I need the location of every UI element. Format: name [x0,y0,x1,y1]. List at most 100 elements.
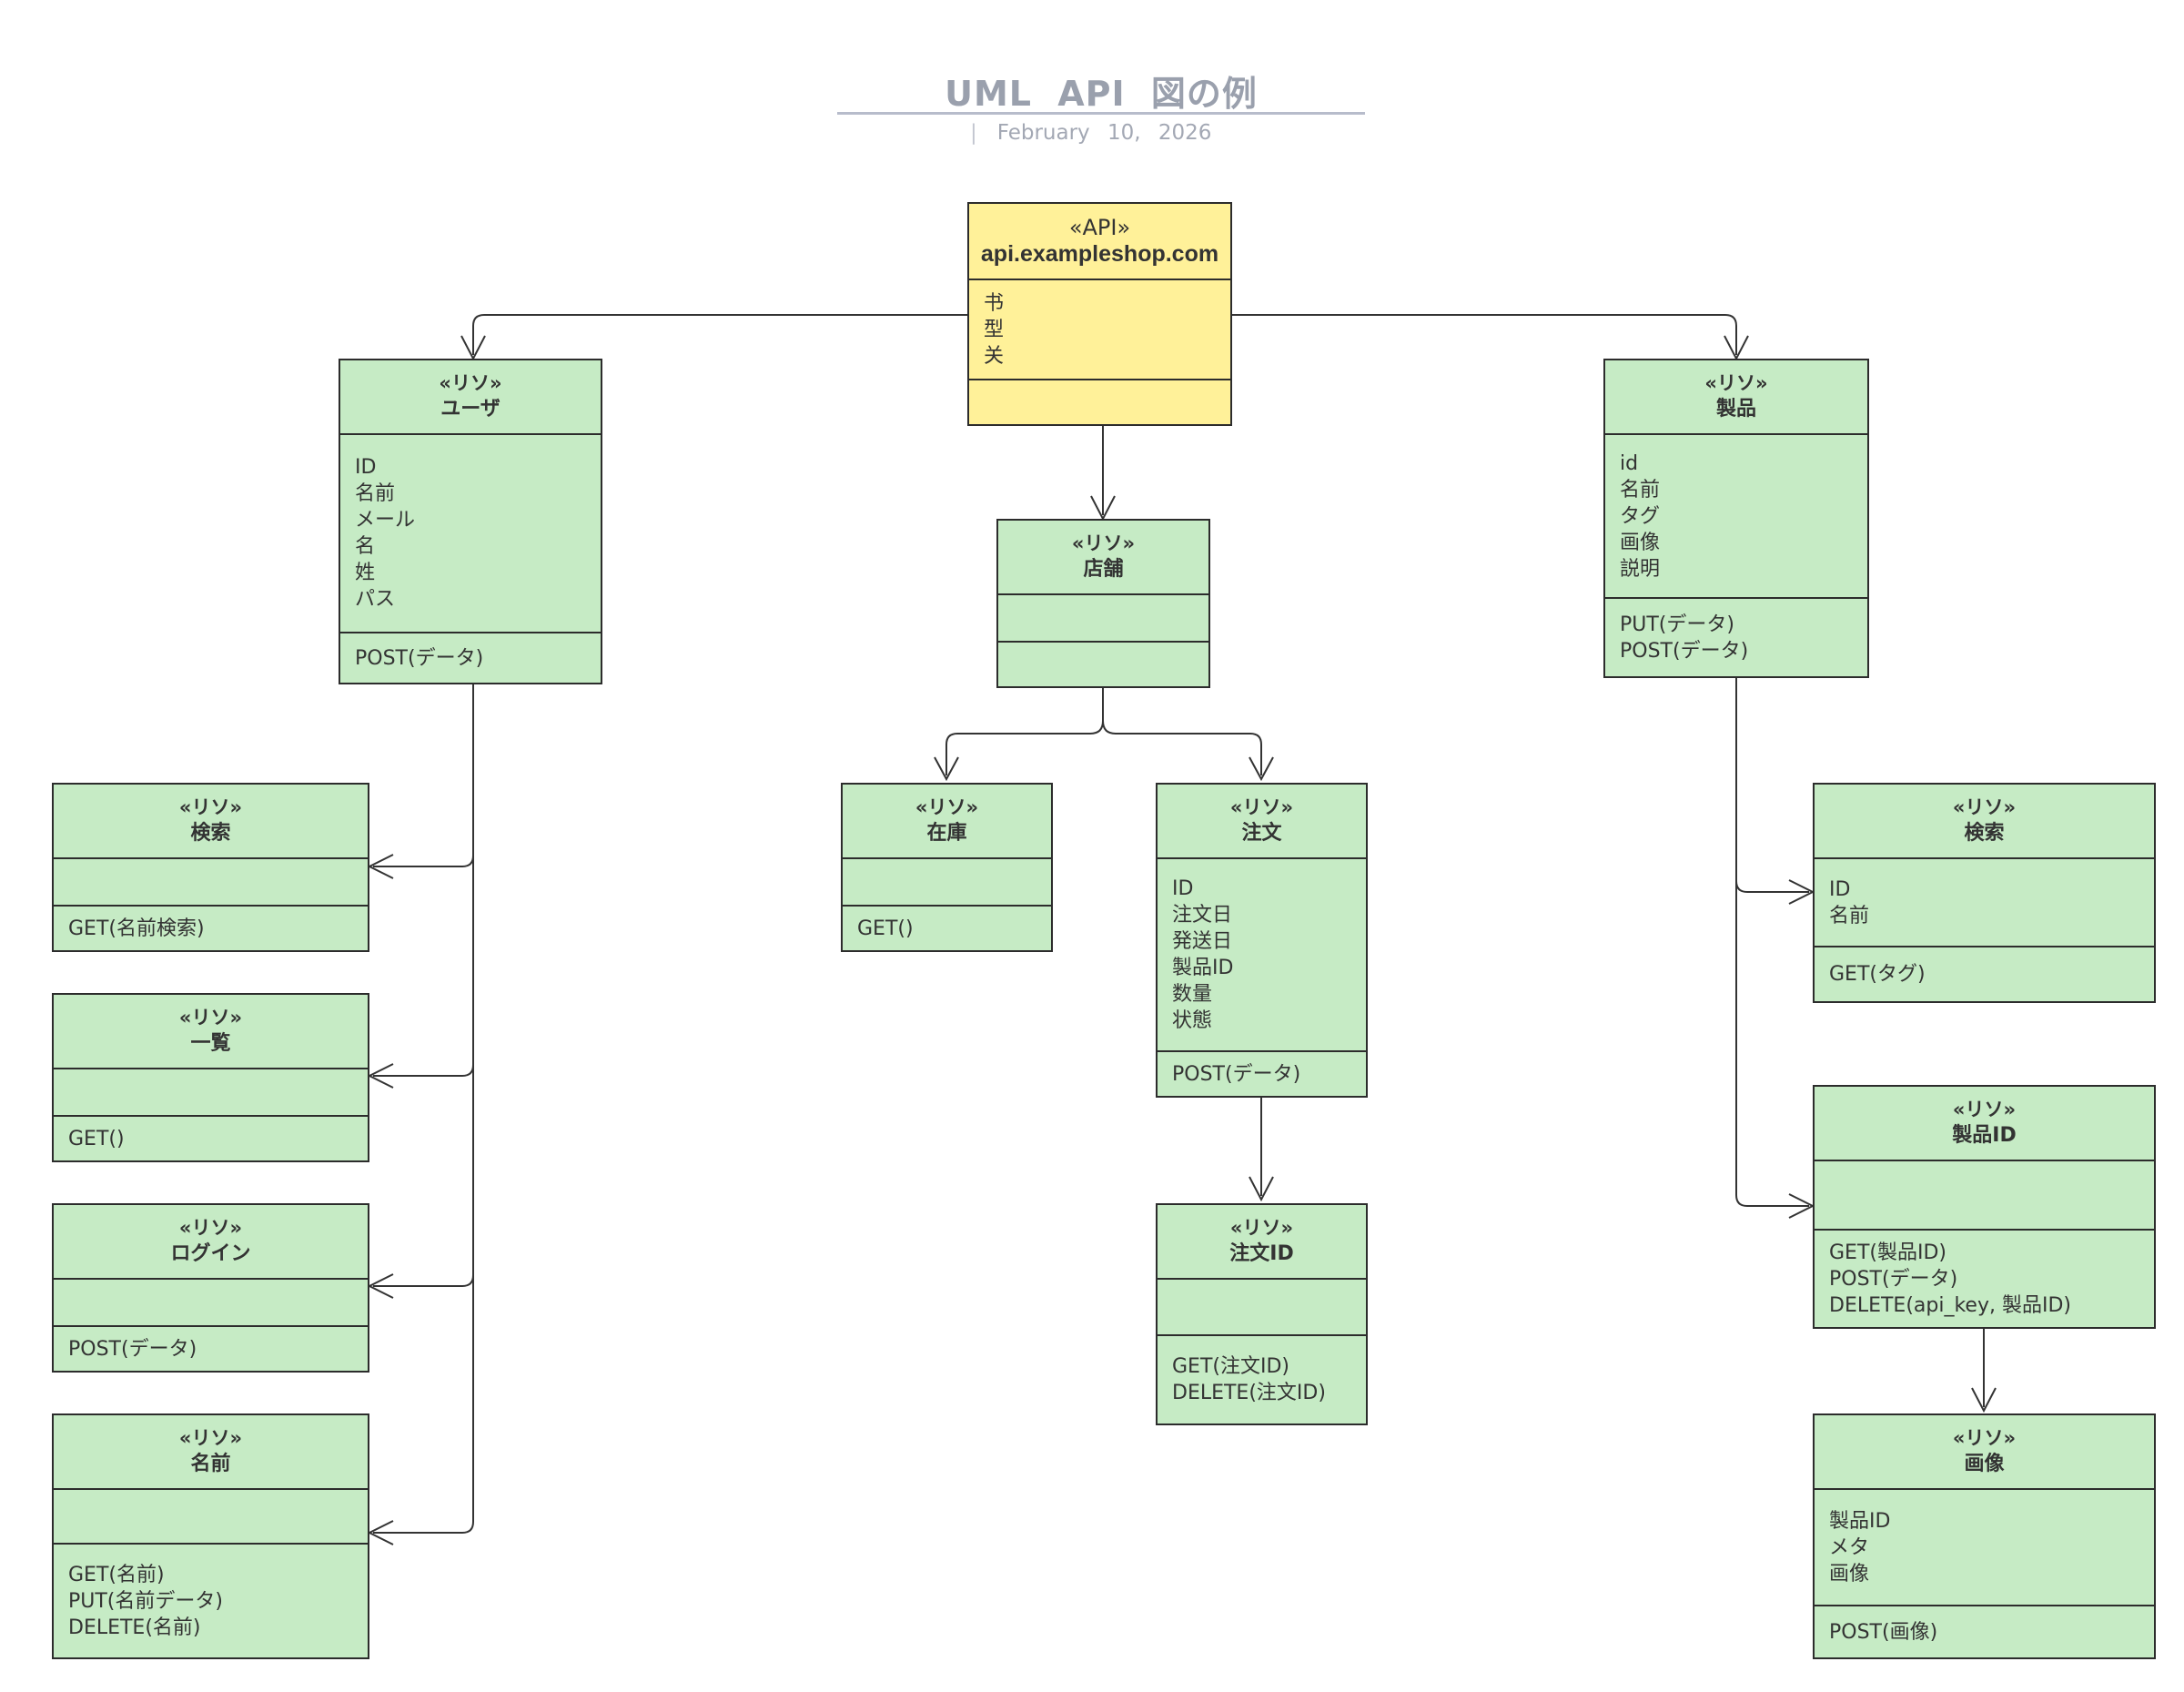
operations-compartment: PUT(データ) POST(データ) [1605,599,1867,676]
attribute: 発送日 [1172,930,1233,953]
class-order[interactable]: «リソ» 注文 ID 注文日 発送日 製品ID 数量 状態 POST(データ) [1156,783,1368,1098]
stereotype: «リソ» [1071,532,1136,554]
arrowhead [1249,756,1274,782]
class-user-search[interactable]: «リソ» 検索 GET(名前検索) [52,783,369,952]
edge-user-to-search [373,855,474,867]
class-api[interactable]: «API» api.exampleshop.com 书 型 关 [967,202,1232,426]
edge-product-to-tags [1735,880,1809,893]
operations-compartment [998,643,1208,686]
class-product[interactable]: «リソ» 製品 id 名前 タグ 画像 説明 PUT(データ) POST(データ… [1603,359,1869,678]
stereotype: «リソ» [1704,372,1768,394]
operation: DELETE(api_key, 製品ID) [1829,1293,2071,1317]
operations-compartment: POST(データ) [1158,1052,1366,1096]
class-product-tags[interactable]: «リソ» 検索 ID 名前 GET(タグ) [1813,783,2156,1003]
attributes-compartment: 製品ID メタ 画像 [1815,1490,2154,1606]
class-inventory[interactable]: «リソ» 在庫 GET() [841,783,1053,952]
class-header: «リソ» 製品 [1605,360,1867,435]
attributes-compartment [54,1490,368,1545]
class-product-id[interactable]: «リソ» 製品ID GET(製品ID) POST(データ) DELETE(api… [1813,1085,2156,1329]
arrowhead [367,1063,394,1089]
arrowhead [367,1273,394,1299]
class-user-list[interactable]: «リソ» 一覧 GET() [52,993,369,1162]
arrowhead [1971,1387,1997,1413]
operation: POST(データ) [1620,639,1749,663]
arrowhead [1249,1176,1274,1202]
class-name: 一覧 [190,1032,231,1055]
operation: PUT(データ) [1620,613,1734,636]
attributes-compartment: 书 型 关 [969,280,1230,380]
class-header: «リソ» 名前 [54,1415,368,1490]
class-name: 店舗 [1083,558,1124,581]
class-order-id[interactable]: «リソ» 注文ID GET(注文ID) DELETE(注文ID) [1156,1203,1368,1425]
operation: GET(名前) [68,1563,165,1586]
class-user[interactable]: «リソ» ユーザ ID 名前 メール 名 姓 パス POST(データ) [339,359,602,684]
operations-compartment: POST(画像) [1815,1606,2154,1657]
class-header: «API» api.exampleshop.com [969,204,1230,280]
class-header: «リソ» 製品ID [1815,1087,2154,1161]
class-header: «リソ» ユーザ [340,360,601,435]
stereotype: «リソ» [1952,1427,2017,1449]
attributes-compartment: id 名前 タグ 画像 説明 [1605,435,1867,599]
attributes-compartment: ID 注文日 発送日 製品ID 数量 状態 [1158,859,1366,1052]
operation: GET(名前検索) [68,917,205,940]
operation: DELETE(注文ID) [1172,1382,1326,1404]
attributes-compartment [54,1280,368,1327]
attribute: 数量 [1172,983,1213,1006]
class-user-login[interactable]: «リソ» ログイン POST(データ) [52,1203,369,1373]
class-product-image[interactable]: «リソ» 画像 製品ID メタ 画像 POST(画像) [1813,1413,2156,1659]
operation: GET() [68,1127,125,1150]
stereotype: «リソ» [178,1217,243,1239]
edge-api-to-product [1232,314,1737,355]
attribute: 姓 [355,562,376,584]
edge-store-to-order [1102,720,1262,775]
attribute: 注文日 [1172,904,1233,927]
edge-product-trunk [1735,678,1809,1207]
attribute: ID [355,456,377,479]
class-name: 検索 [190,822,231,845]
operation: GET(タグ) [1829,963,1926,986]
date-separator: | [970,121,977,145]
operations-compartment: GET(製品ID) POST(データ) DELETE(api_key, 製品ID… [1815,1231,2154,1327]
class-name: 製品 [1715,398,1756,420]
stereotype: «リソ» [1229,796,1294,818]
operation: POST(データ) [355,646,484,670]
attribute: 名 [355,535,376,558]
attribute: 画像 [1620,531,1661,554]
class-name: 製品ID [1952,1124,2017,1147]
operations-compartment: POST(データ) [340,633,601,683]
edge-api-to-user [472,314,967,355]
operations-compartment: GET() [54,1117,368,1160]
class-header: «リソ» 在庫 [843,785,1051,859]
attribute: 名前 [355,482,396,505]
class-header: «リソ» 注文 [1158,785,1366,859]
edge-user-to-login [373,1274,474,1287]
arrowhead [934,756,959,782]
page-date: | February 10, 2026 [970,121,1211,145]
attribute: 説明 [1620,557,1661,581]
attributes-compartment [54,859,368,907]
operations-compartment [969,380,1230,424]
class-header: «リソ» 一覧 [54,995,368,1069]
attributes-compartment [843,859,1051,907]
attribute: 名前 [1829,904,1870,927]
title-underline [837,112,1365,115]
class-user-name[interactable]: «リソ» 名前 GET(名前) PUT(名前データ) DELETE(名前) [52,1413,369,1659]
operations-compartment: GET(名前検索) [54,907,368,950]
stereotype: «リソ» [915,796,979,818]
date-text: February 10, 2026 [996,121,1212,145]
attributes-compartment [54,1069,368,1117]
attributes-compartment: ID 名前 メール 名 姓 パス [340,435,601,633]
stereotype: «リソ» [178,1007,243,1028]
attributes-compartment [1158,1280,1366,1336]
attributes-compartment: ID 名前 [1815,859,2154,947]
attribute: 状態 [1172,1009,1213,1032]
class-header: «リソ» 注文ID [1158,1205,1366,1280]
attribute: 画像 [1829,1562,1870,1586]
attributes-compartment [1815,1161,2154,1231]
class-header: «リソ» 検索 [1815,785,2154,859]
class-store[interactable]: «リソ» 店舗 [996,519,1210,688]
operation: GET(製品ID) [1829,1241,1946,1264]
class-name: 画像 [1964,1453,2005,1475]
operation: GET(注文ID) [1172,1355,1289,1378]
stereotype: «リソ» [178,1427,243,1449]
